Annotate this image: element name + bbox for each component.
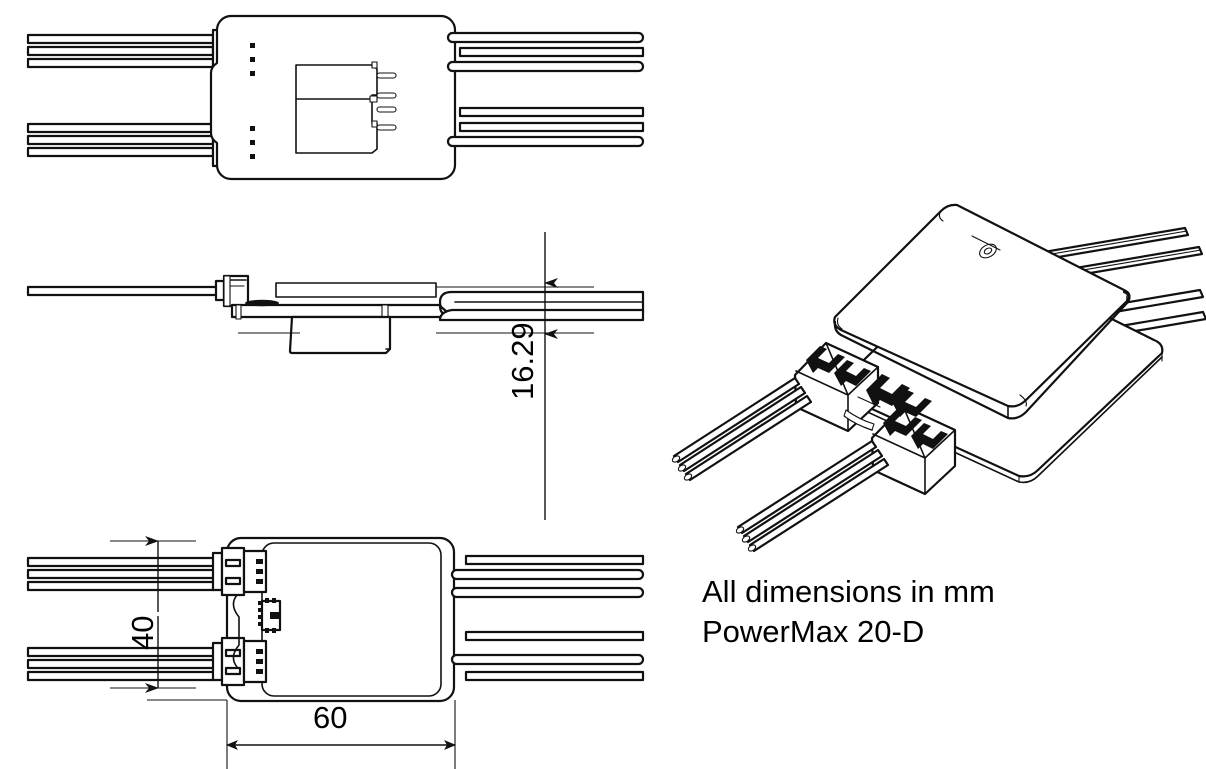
- iso-connector-upper: [671, 341, 880, 482]
- drawing-notes-block: All dimensions in mm PowerMax 20-D: [702, 572, 1122, 653]
- top-view-marker-dots: [250, 43, 255, 159]
- iso-center-latch: [857, 374, 932, 417]
- side-view-group: [26, 232, 645, 520]
- dimension-40-label: 40: [125, 615, 160, 650]
- iso-boss-detail: [971, 235, 1001, 259]
- part-name-note: PowerMax 20-D: [702, 614, 925, 650]
- top-view-group: [26, 14, 645, 181]
- bottom-view-right-cable: [450, 554, 645, 682]
- bottom-view-connector-lower: [211, 636, 268, 687]
- top-view-left-upper-cable: [26, 33, 215, 69]
- iso-connector-lower: [735, 404, 957, 553]
- isometric-view-group: [671, 203, 1206, 553]
- side-view-right-cable: [438, 290, 645, 322]
- bottom-view-group: [26, 536, 645, 769]
- top-view-internal-component: [295, 61, 397, 154]
- top-view-right-cable: [446, 31, 645, 148]
- dimension-40: [110, 536, 196, 693]
- side-view-left-connector: [214, 274, 250, 308]
- dimension-16-29-label: 16.29: [505, 322, 540, 400]
- bottom-view-center-connector: [258, 598, 282, 633]
- units-note: All dimensions in mm: [702, 574, 995, 609]
- dimension-60-label: 60: [313, 700, 348, 735]
- dimension-60: [147, 699, 456, 769]
- bottom-view-connector-upper: [211, 546, 268, 597]
- bottom-view-left-upper-cable: [26, 556, 216, 592]
- bottom-view-inner-plate: [261, 542, 442, 697]
- bottom-view-left-lower-cable: [26, 646, 216, 682]
- top-view-left-lower-cable: [26, 122, 215, 158]
